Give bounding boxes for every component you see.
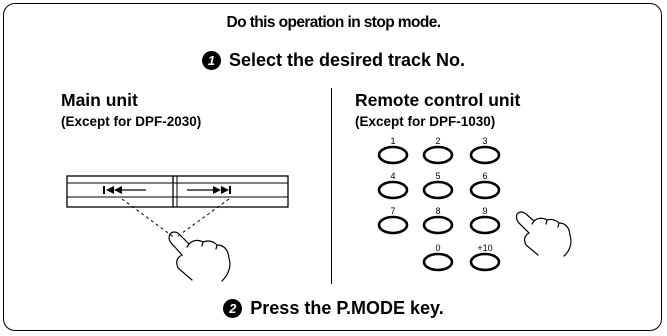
remote-key[interactable]: 4 xyxy=(377,171,409,200)
remote-key-label: 6 xyxy=(482,171,487,181)
remote-key[interactable]: +10 xyxy=(469,243,501,272)
step-2-text: Press the P.MODE key. xyxy=(250,298,444,318)
remote-unit-title: Remote control unit xyxy=(355,90,521,110)
remote-key[interactable]: 9 xyxy=(469,206,501,235)
remote-key[interactable]: 3 xyxy=(469,136,501,165)
pointing-hand-icon xyxy=(515,211,572,257)
remote-key-label: +10 xyxy=(477,243,492,253)
remote-unit-subtitle: (Except for DPF-1030) xyxy=(355,114,496,129)
step-2: 2 Press the P.MODE key. xyxy=(0,298,667,319)
remote-key[interactable]: 8 xyxy=(422,206,454,235)
remote-key[interactable]: 2 xyxy=(422,136,454,165)
step-2-number: 2 xyxy=(223,299,243,318)
remote-key-label: 7 xyxy=(390,206,395,216)
skip-back-icon[interactable] xyxy=(103,183,173,197)
pointing-hand-icon xyxy=(168,231,231,282)
step-1-number: 1 xyxy=(201,51,221,70)
header-note: Do this operation in stop mode. xyxy=(226,14,442,31)
remote-key-label: 4 xyxy=(390,171,395,181)
main-unit-panel xyxy=(66,175,289,208)
step-1: 1 Select the desired track No. xyxy=(0,50,667,71)
remote-key-label: 0 xyxy=(435,243,440,253)
instruction-panel xyxy=(3,3,662,331)
divider xyxy=(331,88,332,284)
remote-key-label: 5 xyxy=(435,171,440,181)
remote-key-label: 3 xyxy=(482,136,487,146)
remote-key[interactable]: 1 xyxy=(377,136,409,165)
main-unit-title: Main unit xyxy=(61,90,138,110)
remote-key[interactable]: 0 xyxy=(422,243,454,272)
step-1-text: Select the desired track No. xyxy=(228,50,466,70)
remote-key-label: 1 xyxy=(390,136,395,146)
remote-key[interactable]: 5 xyxy=(422,171,454,200)
remote-keypad: 1 2 3 4 5 6 7 8 xyxy=(377,136,501,272)
remote-key[interactable]: 7 xyxy=(377,206,409,235)
main-unit-subtitle: (Except for DPF-2030) xyxy=(61,114,202,129)
remote-key-label: 9 xyxy=(482,206,487,216)
remote-key-label: 2 xyxy=(435,136,440,146)
remote-key[interactable]: 6 xyxy=(469,171,501,200)
remote-key-label: 8 xyxy=(435,206,440,216)
skip-forward-icon[interactable] xyxy=(178,183,288,197)
